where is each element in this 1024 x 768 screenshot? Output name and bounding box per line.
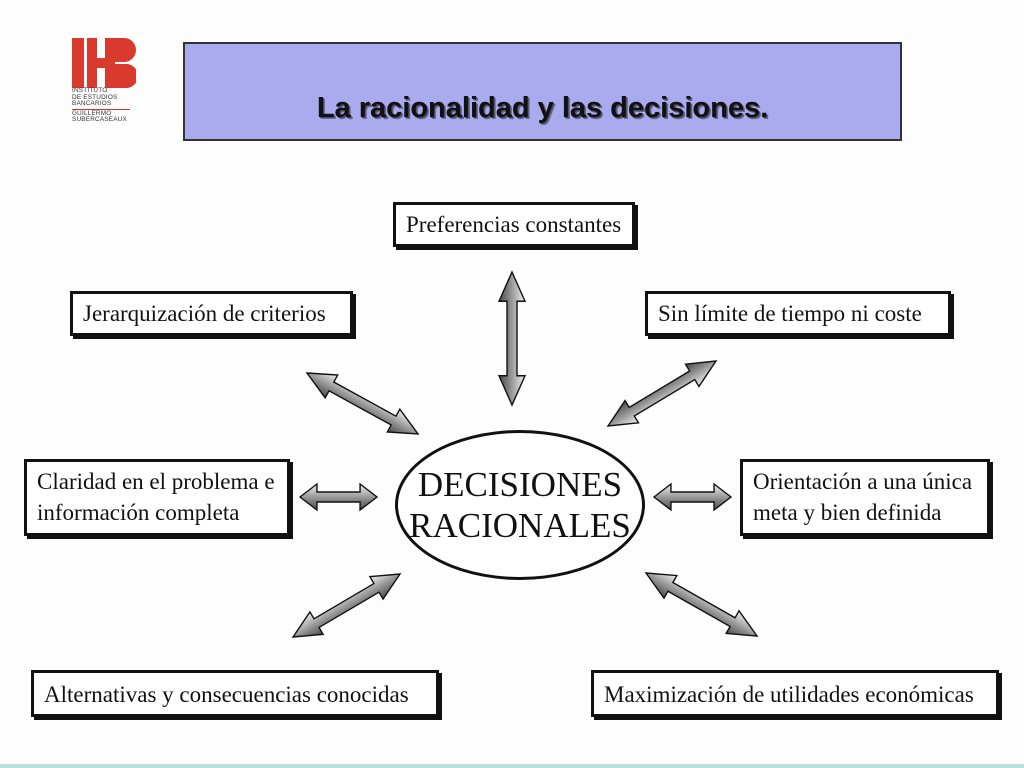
bottom-rule: [0, 764, 1024, 768]
box-label: Preferencias constantes: [406, 212, 622, 237]
logo-line: SUBERCASEAUX: [72, 116, 127, 124]
logo-line: INSTITUTO: [72, 87, 108, 94]
arrow-mid-left-icon: [299, 483, 378, 511]
box-preferencias: Preferencias constantes: [393, 202, 635, 247]
box-label: Sin límite de tiempo ni coste: [658, 301, 922, 326]
box-label: Jerarquización de criterios: [83, 301, 326, 326]
title-banner: La racionalidad y las decisiones.: [183, 42, 902, 141]
box-maximizacion: Maximización de utilidades económicas: [591, 670, 999, 717]
box-alternativas: Alternativas y consecuencias conocidas: [31, 670, 439, 717]
arrow-top-icon: [498, 271, 526, 406]
center-node: DECISIONES RACIONALES: [395, 430, 645, 580]
box-label: meta y bien definida: [753, 500, 942, 525]
arrow-upper-left-icon: [299, 360, 426, 447]
ieb-logo-icon: [72, 38, 136, 88]
center-label: DECISIONES RACIONALES: [409, 464, 631, 546]
box-label: Orientación a una única: [753, 469, 973, 494]
arrow-lower-right-icon: [638, 560, 765, 649]
institute-logo: INSTITUTO DE ESTUDIOS BANCARIOS GUILLERM…: [72, 38, 136, 130]
logo-line: DE ESTUDIOS: [72, 93, 118, 101]
center-line: RACIONALES: [409, 506, 631, 545]
box-orientacion: Orientación a una única meta y bien defi…: [740, 459, 990, 536]
box-jerarquizacion: Jerarquización de criterios: [70, 291, 353, 336]
logo-line: GUILLERMO: [72, 109, 112, 117]
box-label: Alternativas y consecuencias conocidas: [44, 682, 409, 707]
arrow-upper-right-icon: [600, 349, 724, 438]
logo-divider: [72, 108, 130, 110]
center-line: DECISIONES: [417, 465, 623, 504]
logo-line: BANCARIOS: [72, 100, 112, 108]
box-label: información completa: [37, 500, 240, 525]
page-title: La racionalidad y las decisiones.: [316, 92, 769, 124]
box-claridad: Claridad en el problema e información co…: [24, 459, 290, 536]
box-label: Claridad en el problema e: [37, 469, 275, 494]
box-sin-limite: Sin límite de tiempo ni coste: [645, 291, 951, 336]
arrow-mid-right-icon: [653, 483, 732, 511]
arrow-lower-left-icon: [285, 561, 408, 650]
box-label: Maximización de utilidades económicas: [604, 682, 974, 707]
logo-wordmark: INSTITUTO DE ESTUDIOS BANCARIOS GUILLERM…: [72, 87, 142, 124]
